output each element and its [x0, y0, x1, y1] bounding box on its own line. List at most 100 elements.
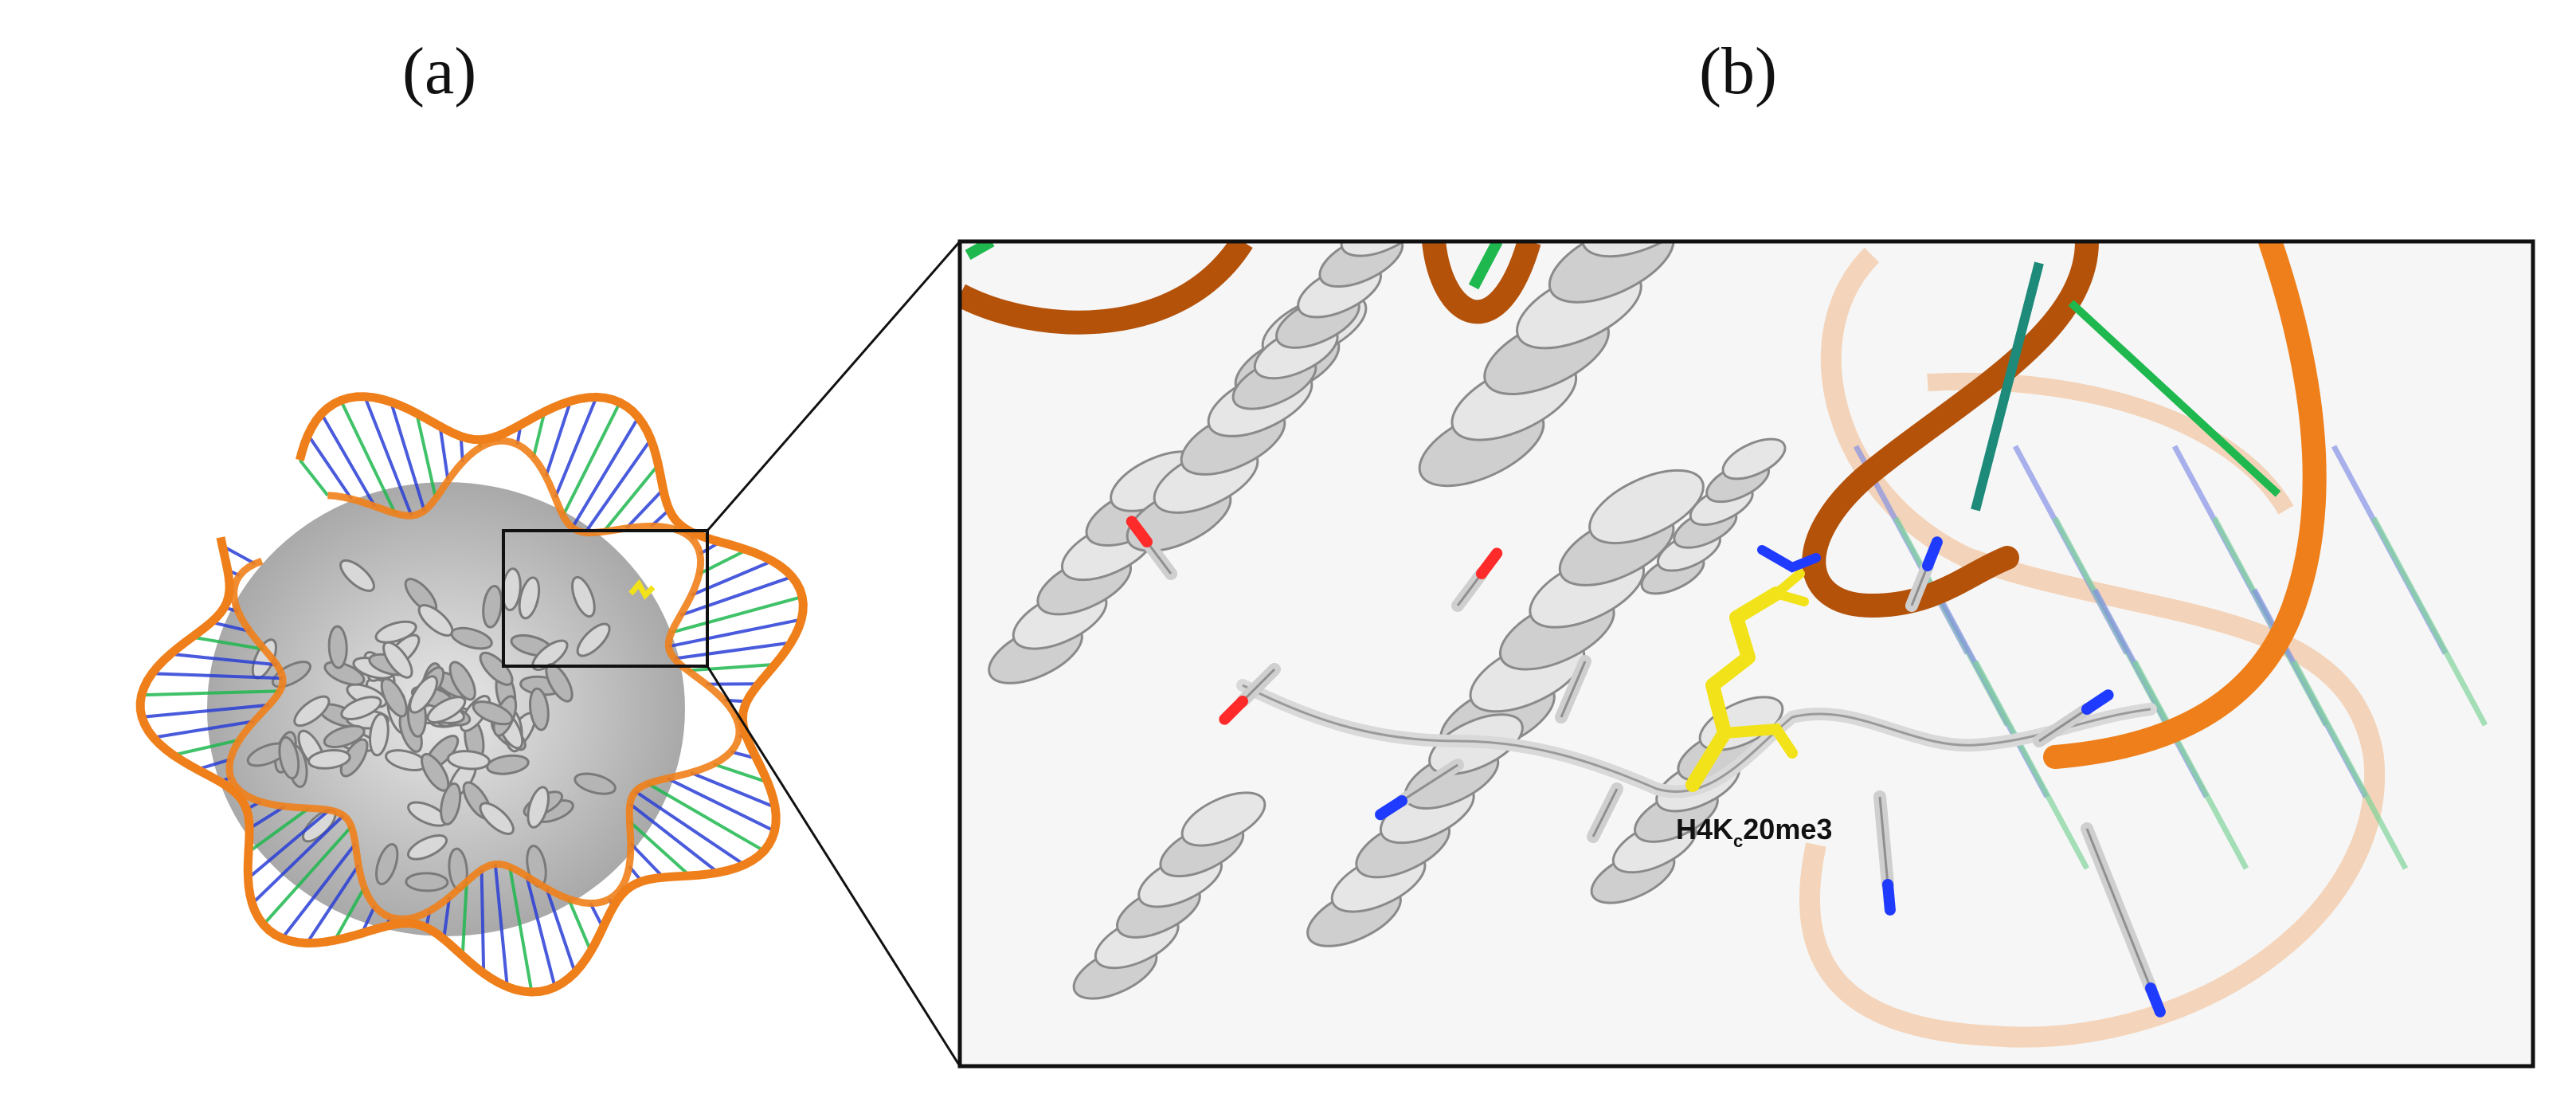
- dna-backbone-outer: [135, 392, 808, 997]
- dna-base-rung: [151, 672, 283, 680]
- helix-segment: [340, 696, 382, 720]
- side-chain-outline: [1401, 763, 1458, 802]
- helix-segment: [518, 576, 541, 620]
- dna-base-rung: [251, 814, 345, 905]
- dna-base-faded: [2132, 660, 2249, 870]
- dna-base-rung: [674, 641, 792, 661]
- dna-base-rung: [170, 652, 277, 667]
- side-chain-outline: [1456, 573, 1483, 606]
- helix-segment: [482, 584, 503, 629]
- nitrogen-atom: [1375, 795, 1407, 821]
- dna-base-rung: [333, 886, 366, 942]
- dna-base-rung: [531, 411, 546, 458]
- dna-backbone-faded: [1799, 247, 2386, 1048]
- side-chain-outline: [1560, 661, 1587, 718]
- dna-base-rung: [647, 782, 765, 853]
- helix-turn: [1721, 437, 1787, 480]
- dna-base-rung: [671, 594, 803, 634]
- dna-base-rung: [153, 720, 255, 739]
- dna-base-front: [1468, 241, 1503, 290]
- dna-base-rung: [247, 806, 311, 854]
- helix-segment: [323, 661, 366, 686]
- dna-base-rung: [628, 820, 691, 877]
- residue-label: H4Kc20me3: [1676, 813, 1832, 851]
- dna-base-rung: [141, 689, 280, 697]
- side-chains: [1126, 516, 2166, 1018]
- dna-base-faded: [2291, 660, 2409, 870]
- dna-base-rung: [668, 618, 802, 649]
- helix-segment: [426, 696, 467, 724]
- dna-base-rung: [480, 869, 486, 974]
- dna-base-rung: [584, 438, 652, 534]
- helix-segment: [472, 700, 514, 726]
- helix-segment: [450, 626, 493, 650]
- dna-base-faded: [2370, 516, 2488, 727]
- dna-base-rung: [262, 825, 353, 926]
- dna-backbone-front: [1802, 241, 2099, 618]
- dna-base-front: [965, 241, 995, 261]
- dna-base-rung: [363, 395, 413, 516]
- helix-segment: [409, 675, 439, 714]
- dna-backbone-front: [1422, 241, 1541, 324]
- side-chain-outline: [1591, 788, 1619, 837]
- dna-base-rung: [298, 459, 329, 496]
- helix-segment: [293, 695, 331, 728]
- dna-base-rung: [679, 575, 793, 617]
- dna-base-rung: [687, 662, 776, 673]
- dna-base-rung: [544, 400, 573, 477]
- dna-base-front: [2068, 300, 2281, 497]
- dna-base-rung: [210, 620, 250, 633]
- oxygen-atom: [1219, 696, 1248, 725]
- zoom-connector-top: [706, 241, 961, 531]
- helix-segment: [327, 625, 348, 669]
- helix-segment: [576, 622, 611, 657]
- helix-segment: [369, 712, 390, 757]
- peptide-tail-outline: [1242, 684, 2151, 793]
- dna-base-rung: [249, 805, 286, 830]
- helix-segment: [323, 724, 366, 748]
- dna-base-faded: [2012, 445, 2130, 655]
- helix-segment: [382, 641, 413, 679]
- oxygen-atom: [1126, 516, 1153, 547]
- dna-backbone-front: [960, 241, 1253, 335]
- dna-base-faded: [2251, 588, 2369, 798]
- side-chain-outline: [1145, 541, 1173, 575]
- dna-faded: [1799, 247, 2488, 1048]
- dna-base-rung: [305, 864, 360, 944]
- dna-base-rung: [141, 703, 270, 719]
- nitrogen-atom: [1882, 879, 1896, 916]
- dna-base-rung: [691, 559, 773, 597]
- ligand-mark: [628, 578, 656, 600]
- dna-base-rung: [713, 763, 769, 784]
- dna-base-faded: [1893, 516, 2010, 727]
- dna-base-front: [1971, 261, 2044, 512]
- closeup-view: H4Kc20me3: [960, 241, 2533, 1066]
- side-chain-outline: [1241, 668, 1276, 703]
- helix-turn: [1580, 241, 1708, 258]
- helix-segment: [375, 843, 399, 885]
- dna-base-faded: [2052, 516, 2170, 727]
- dna-base-rung: [442, 896, 452, 939]
- helix-segment: [405, 872, 449, 892]
- helix-segment: [527, 786, 550, 829]
- dna-base-rung: [508, 866, 534, 993]
- helix-turn: [1180, 791, 1266, 847]
- dna-base-rung: [415, 413, 438, 499]
- dna-base-rung: [460, 881, 468, 956]
- helix-turn: [1588, 469, 1705, 545]
- dna-base-rung: [566, 898, 593, 952]
- dna-base-faded: [1972, 660, 2090, 870]
- dna-base-rung: [191, 635, 265, 651]
- side-chain-outline: [2038, 708, 2088, 743]
- nitrogen-atom: [2145, 982, 2166, 1018]
- nitrogen-atom: [2081, 689, 2114, 715]
- panel-label-b: (b): [1699, 34, 1777, 108]
- dna-base-rung: [247, 809, 331, 880]
- oxygen-atom: [1476, 547, 1503, 579]
- helix-segment: [571, 575, 596, 618]
- histone-core: [207, 482, 685, 936]
- dna-base-rung: [628, 802, 719, 874]
- helix-segment: [448, 661, 476, 701]
- helix-segment: [440, 782, 462, 826]
